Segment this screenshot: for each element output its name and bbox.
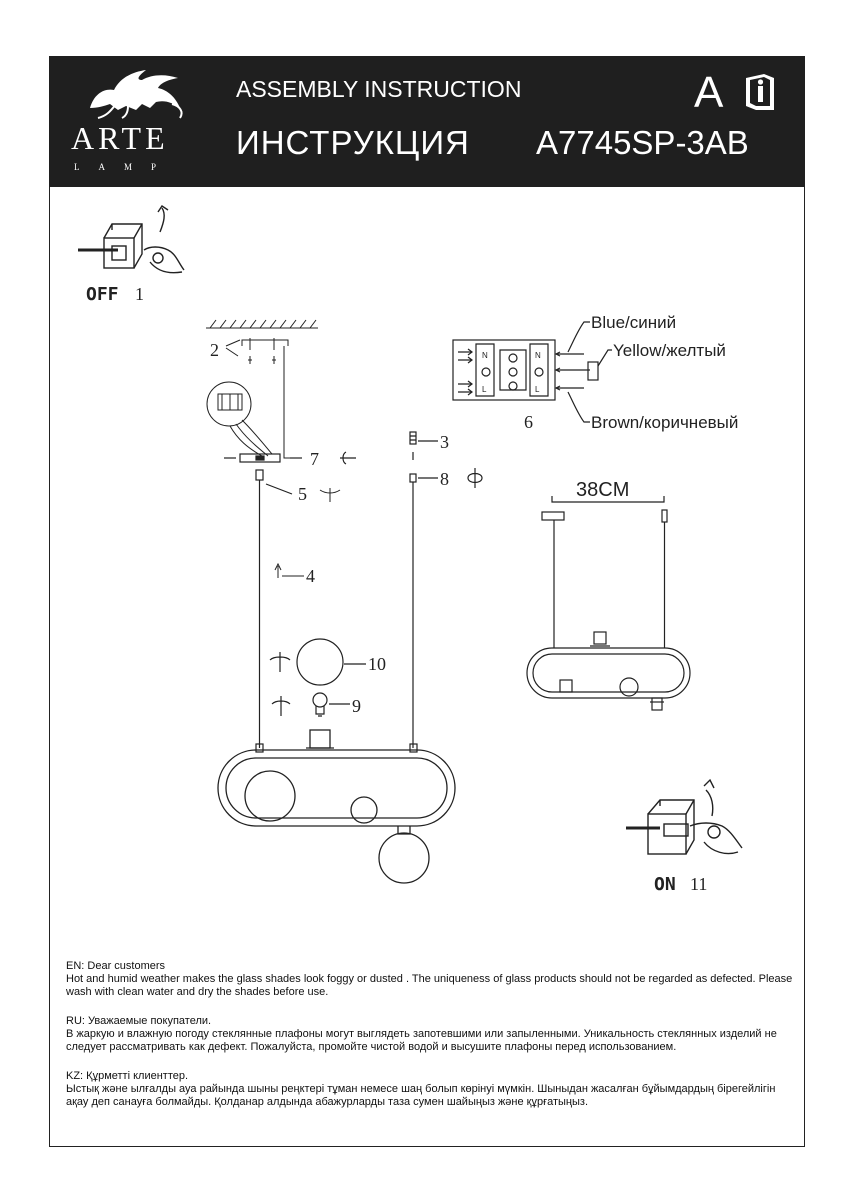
step-3-label: 3 [440,432,449,452]
assembly-diagram: OFF 1 2 7 5 4 [78,205,743,895]
note-ru-heading: RU: Уважаемые покупатели. [66,1015,212,1027]
terminal-l-left: L [482,385,487,394]
canopy [224,451,356,465]
wire-brown-label: Brown/коричневый [591,413,738,432]
connector-callout [206,381,273,457]
off-label: OFF [86,284,119,305]
info-book-icon [746,74,774,110]
note-en-heading: EN: Dear customers [66,960,166,972]
right-suspension [409,431,483,753]
terminal-l-right: L [535,385,540,394]
terminal-n-left: N [482,351,488,360]
step-9-label: 9 [352,696,361,716]
step-8-label: 8 [440,469,449,489]
step-6-label: 6 [524,412,533,432]
off-step-number: 1 [135,284,144,304]
dimension-label: 38CM [576,479,629,501]
fixture-ring [217,729,456,884]
ceiling-hatch [206,319,318,329]
manual-letter: A [694,68,724,117]
brand-subtitle: LAMP [74,162,176,172]
step-7-label: 7 [310,449,319,469]
title-english: ASSEMBLY INSTRUCTION [236,76,522,102]
dimension-line [551,496,665,503]
note-kz: KZ: Құрметті клиенттер. Ыстық және ылғал… [66,1070,796,1109]
note-en: EN: Dear customers Hot and humid weather… [66,960,796,999]
step-4-label: 4 [306,566,315,586]
wiring-block [452,321,612,423]
note-ru: RU: Уважаемые покупатели. В жаркую и вла… [66,1015,796,1054]
step-10-label: 10 [368,654,386,674]
left-suspension [255,469,293,753]
step-5-label: 5 [298,484,307,504]
griffin-logo-icon [90,70,183,119]
note-en-body: Hot and humid weather makes the glass sh… [66,973,793,998]
model-number: A7745SP-3AB [536,124,749,161]
terminal-n-right: N [535,351,541,360]
ceiling-screws [225,338,296,459]
brand-wordmark: ARTE [71,120,169,156]
glass-shade [269,638,366,686]
switch-off-illustration [78,205,185,274]
wire-yellow-label: Yellow/желтый [613,341,726,360]
note-ru-body: В жаркую и влажную погоду стеклянные пла… [66,1028,777,1053]
note-kz-body: Ыстық және ылғалды ауа райында шыны реңк… [66,1083,776,1108]
on-step-number: 11 [690,874,707,894]
switch-on-illustration [626,778,743,855]
wire-blue-label: Blue/синий [591,313,676,332]
title-russian: ИНСТРУКЦИЯ [236,124,470,161]
bulb-icon [271,692,350,717]
assembled-fixture [526,509,691,711]
note-kz-heading: KZ: Құрметті клиенттер. [66,1070,189,1082]
step-2-label: 2 [210,340,219,360]
on-label: ON [654,874,676,895]
